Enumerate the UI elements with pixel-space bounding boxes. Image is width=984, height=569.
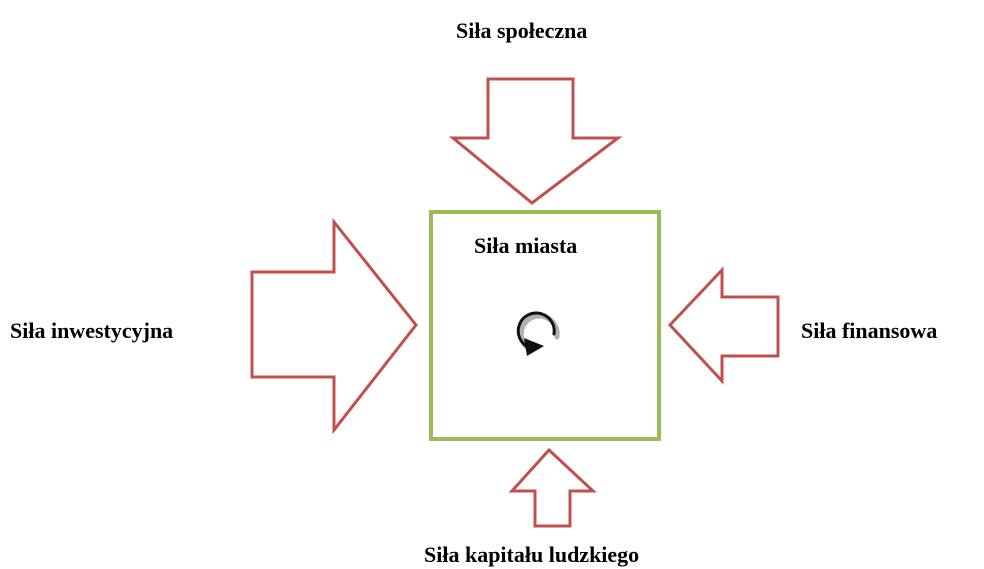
arrow-bottom: [508, 447, 597, 528]
label-left: Siła inwestycyjna: [10, 318, 174, 343]
arrow-right: [667, 266, 780, 385]
cycle-arrow-icon: [516, 311, 560, 356]
label-bottom: Siła kapitału ludzkiego: [424, 542, 640, 567]
arrow-top: [448, 77, 623, 205]
label-top: Siła społeczna: [456, 18, 588, 43]
label-right: Siła finansowa: [801, 318, 938, 343]
label-center: Siła miasta: [474, 233, 578, 258]
city-box: [429, 210, 661, 441]
arrow-left: [250, 217, 418, 435]
